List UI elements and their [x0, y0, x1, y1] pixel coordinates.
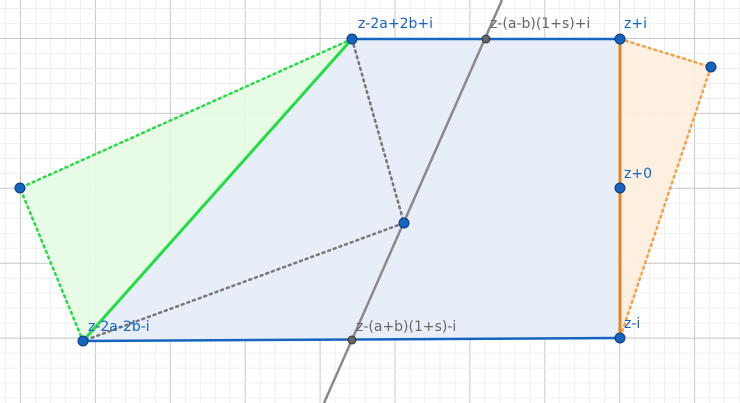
point-far-right[interactable]	[705, 61, 717, 73]
point-bottom-left[interactable]	[77, 335, 89, 347]
point-top-mid-gray[interactable]	[481, 34, 491, 44]
label-top-left: z-2a+2b+i	[358, 16, 433, 32]
point-mid-right[interactable]	[614, 182, 626, 194]
label-bottom-mid: z-(a+b)(1+s)-i	[356, 319, 456, 335]
green-solid-edge	[81, 38, 354, 342]
point-top-left[interactable]	[346, 33, 358, 45]
point-top-right[interactable]	[614, 33, 626, 45]
point-center[interactable]	[398, 217, 410, 229]
orange-triangle-fill	[620, 39, 711, 338]
label-bottom-left: z-2a-2b-i	[88, 319, 150, 335]
point-bottom-right[interactable]	[614, 332, 626, 344]
point-far-left[interactable]	[14, 182, 26, 194]
point-bottom-mid-gray[interactable]	[347, 335, 357, 345]
green-dotted-edges	[18, 37, 354, 343]
label-top-mid: z-(a-b)(1+s)+i	[490, 16, 590, 32]
blue-quadrilateral-fill	[83, 39, 620, 341]
green-triangle-fill	[20, 39, 352, 341]
label-mid-right: z+0	[624, 166, 652, 182]
label-bottom-right: z-i	[624, 316, 640, 332]
label-top-right: z+i	[624, 16, 647, 32]
